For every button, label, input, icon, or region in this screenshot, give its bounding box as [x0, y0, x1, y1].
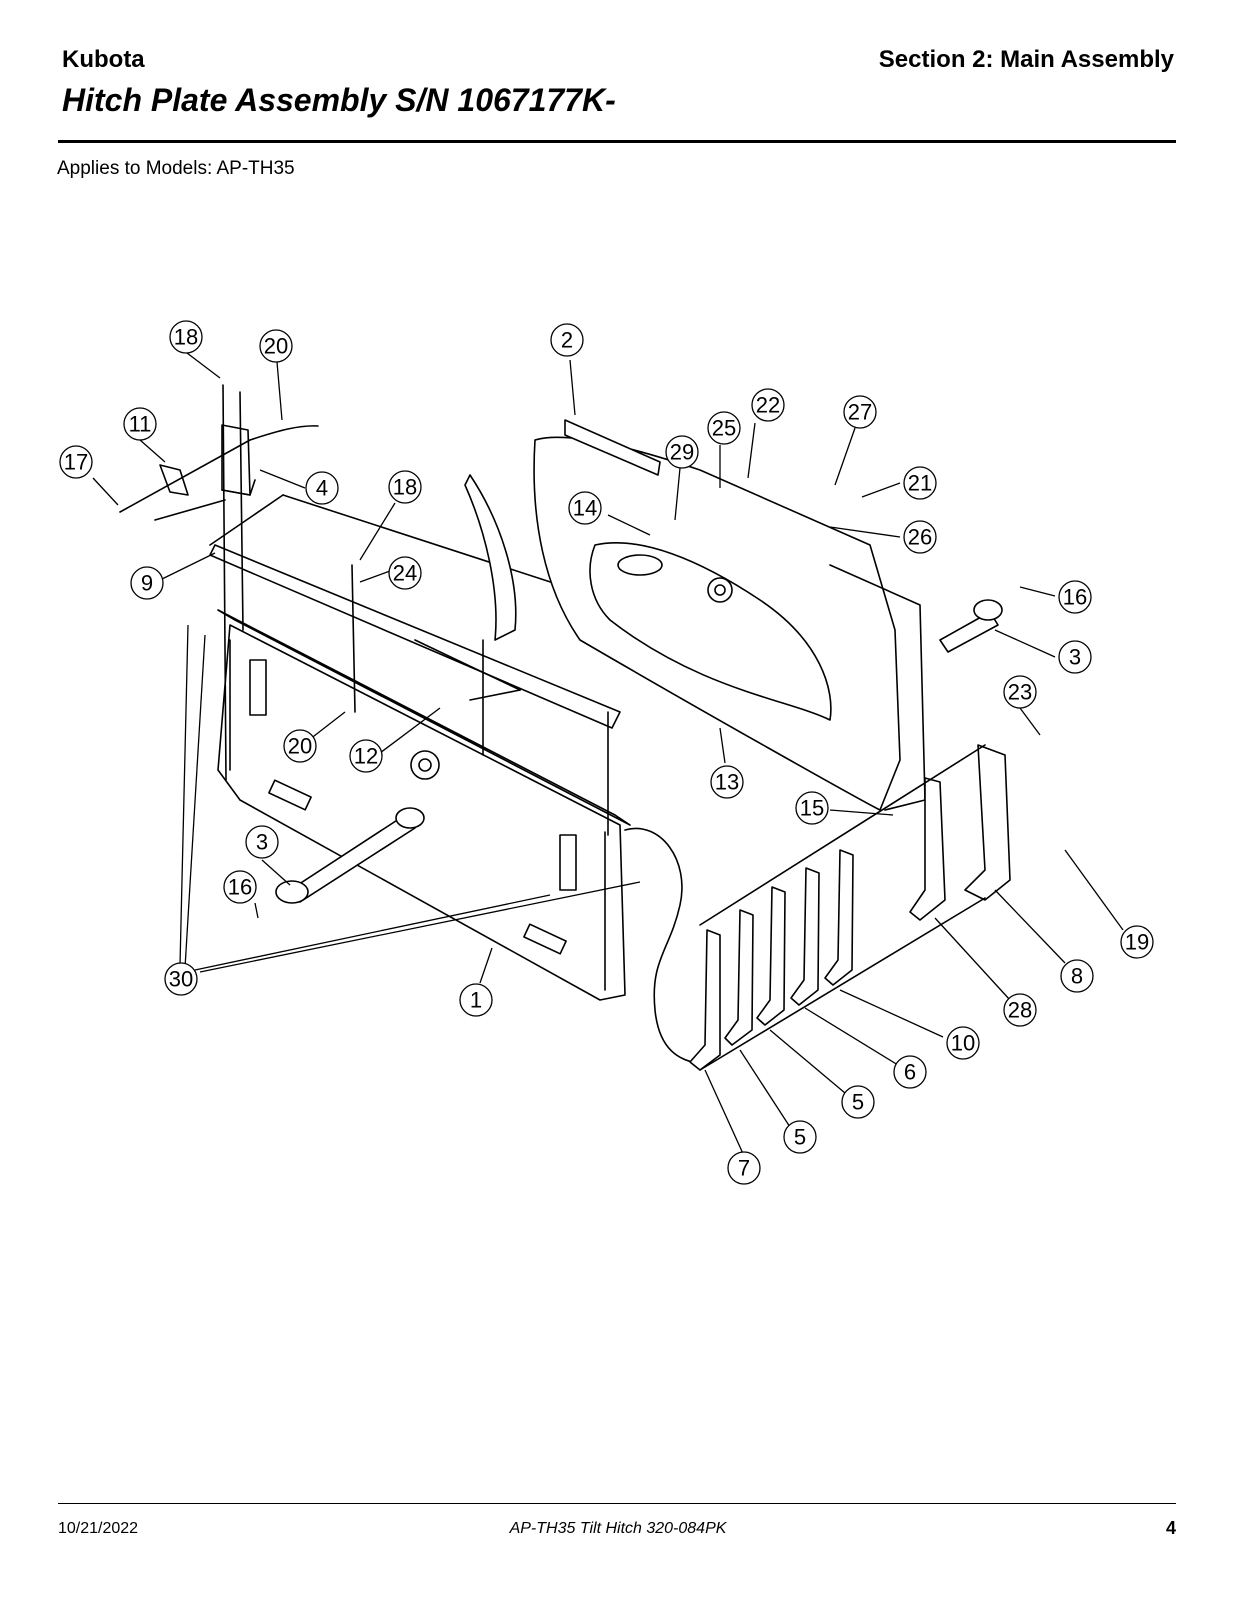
callout-23: 23: [1003, 675, 1037, 709]
pivot-pin-right: [939, 611, 999, 653]
callout-5a: 5: [783, 1120, 817, 1154]
callout-30: 30: [164, 962, 198, 996]
callout-20-top: 20: [259, 329, 293, 363]
callout-18-mid: 18: [388, 470, 422, 504]
wear-strip-5a: [724, 909, 754, 1046]
callout-number: 16: [228, 875, 252, 900]
callout-28: 28: [1003, 993, 1037, 1027]
callout-number: 10: [951, 1031, 975, 1056]
callout-number: 29: [670, 440, 694, 465]
callout-number: 19: [1125, 930, 1149, 955]
callout-16-left: 16: [223, 870, 257, 904]
callout-number: 4: [316, 476, 328, 501]
callout-13: 13: [710, 765, 744, 799]
top-frame-bar: [209, 544, 621, 729]
callout-number: 3: [256, 830, 268, 855]
callout-14: 14: [568, 491, 602, 525]
callout-3-right: 3: [1058, 640, 1092, 674]
callout-number: 16: [1063, 585, 1087, 610]
callout-10: 10: [946, 1026, 980, 1060]
callout-number: 5: [852, 1090, 864, 1115]
callout-8: 8: [1060, 959, 1094, 993]
callout-number: 23: [1008, 680, 1032, 705]
callout-number: 3: [1069, 645, 1081, 670]
callout-number: 17: [64, 450, 88, 475]
callout-20-mid: 20: [283, 729, 317, 763]
page-number: 4: [1165, 1518, 1176, 1538]
applies-to-models: Applies to Models: AP-TH35: [57, 158, 295, 179]
callout-29: 29: [665, 435, 699, 469]
callout-number: 30: [169, 967, 193, 992]
callout-7: 7: [727, 1151, 761, 1185]
callout-number: 25: [712, 416, 736, 441]
callout-number: 11: [129, 412, 152, 437]
callout-16-right: 16: [1058, 580, 1092, 614]
callout-15: 15: [795, 791, 829, 825]
callout-22: 22: [751, 388, 785, 422]
wear-strip-28: [909, 777, 946, 921]
callout-number: 2: [561, 328, 573, 353]
callout-9: 9: [130, 566, 164, 600]
callout-number: 20: [288, 734, 312, 759]
page-title: Hitch Plate Assembly S/N 1067177K-: [62, 82, 616, 118]
spring-clip: [159, 464, 189, 496]
footer-document-id: AP-TH35 Tilt Hitch 320-084PK: [509, 1520, 727, 1537]
callout-number: 26: [908, 525, 932, 550]
callout-26: 26: [903, 520, 937, 554]
callout-5b: 5: [841, 1085, 875, 1119]
callout-25: 25: [707, 411, 741, 445]
footer-date: 10/21/2022: [58, 1520, 139, 1537]
callout-21: 21: [903, 466, 937, 500]
callout-24: 24: [388, 556, 422, 590]
callout-18-top: 18: [169, 320, 203, 354]
callout-number: 27: [848, 400, 872, 425]
callout-number: 12: [354, 744, 378, 769]
callout-number: 15: [800, 796, 824, 821]
callout-12: 12: [349, 739, 383, 773]
wear-strip-5b: [756, 886, 786, 1026]
brand-name: Kubota: [62, 46, 145, 73]
wear-strip-7: [689, 929, 721, 1071]
side-bracket: [221, 424, 251, 496]
callout-6: 6: [893, 1055, 927, 1089]
callout-27: 27: [843, 395, 877, 429]
callout-number: 18: [393, 475, 417, 500]
callout-number: 20: [264, 334, 288, 359]
wear-strip-10: [824, 849, 854, 986]
callout-17: 17: [59, 445, 93, 479]
callout-1: 1: [459, 983, 493, 1017]
callout-number: 7: [738, 1156, 750, 1181]
callout-number: 13: [715, 770, 739, 795]
callout-number: 21: [908, 471, 932, 496]
callout-number: 9: [141, 571, 153, 596]
callout-number: 6: [904, 1060, 916, 1085]
wear-plate-8: [964, 744, 1011, 901]
callout-number: 1: [470, 988, 482, 1013]
callout-3-left: 3: [245, 825, 279, 859]
curved-rear-plate: [464, 474, 517, 641]
callout-number: 22: [756, 393, 780, 418]
section-title: Section 2: Main Assembly: [878, 46, 1174, 73]
callout-2: 2: [550, 323, 584, 357]
callout-number: 24: [393, 561, 417, 586]
callout-number: 14: [573, 496, 597, 521]
callout-11: 11: [123, 407, 157, 441]
callout-19: 19: [1120, 925, 1154, 959]
callout-4: 4: [305, 471, 339, 505]
callout-number: 28: [1008, 998, 1032, 1023]
header-divider: [58, 140, 1176, 143]
callout-number: 18: [174, 325, 198, 350]
diagram-linework: [119, 384, 1011, 1071]
footer-divider: [58, 1503, 1176, 1504]
wear-strip-6: [790, 867, 820, 1006]
hydraulic-hose: [624, 827, 701, 1066]
callout-number: 8: [1071, 964, 1083, 989]
callout-number: 5: [794, 1125, 806, 1150]
